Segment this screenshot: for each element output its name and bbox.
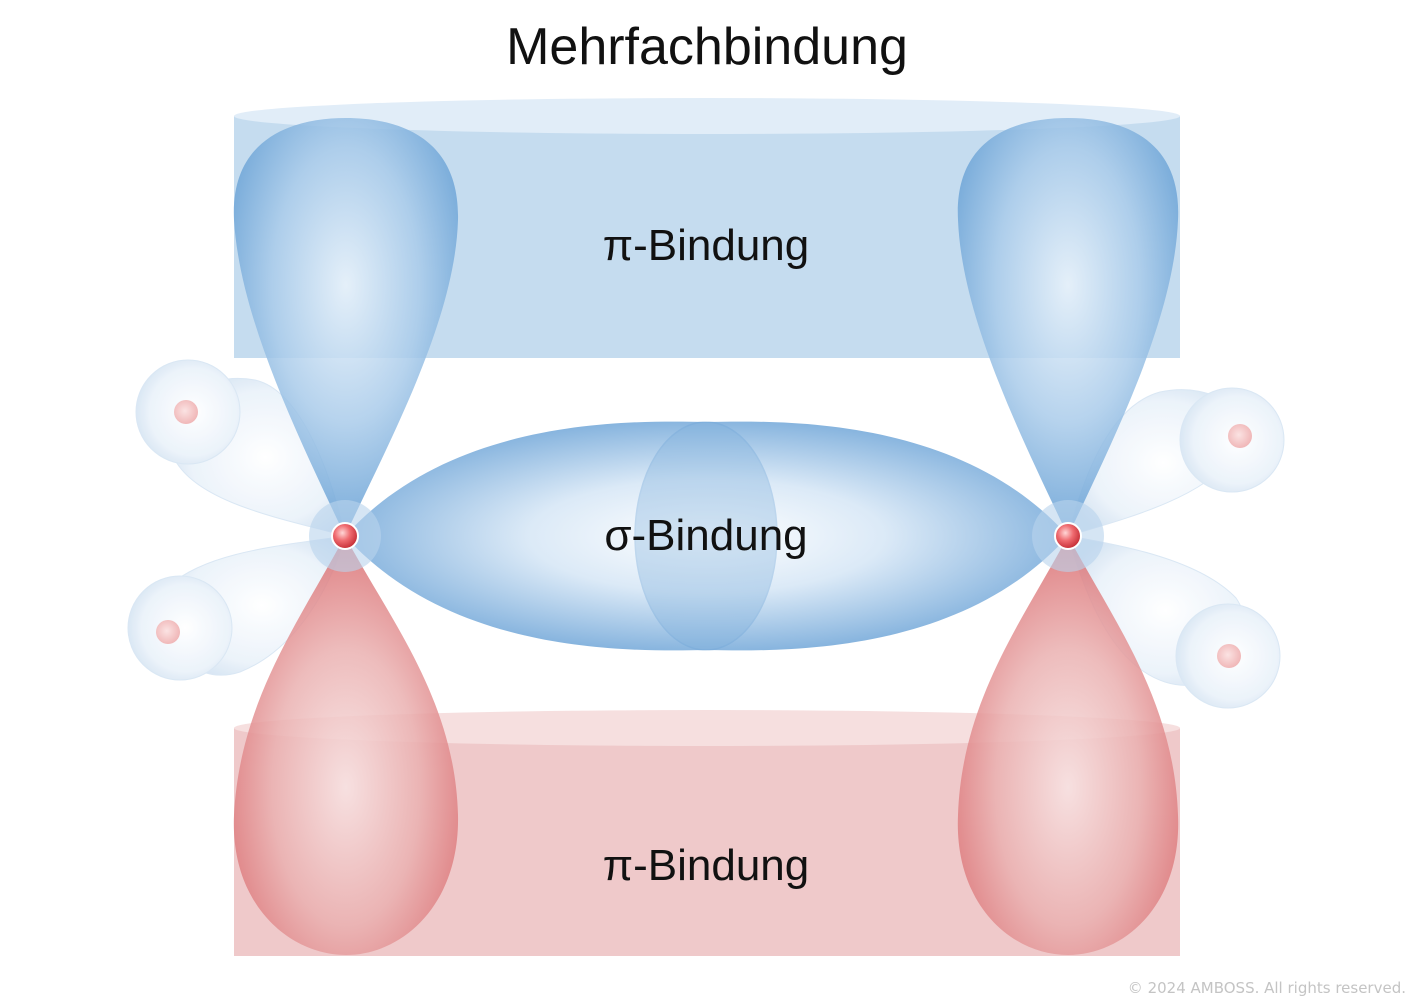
hydrogen-nucleus bbox=[156, 620, 180, 644]
carbon-nucleus-right bbox=[1054, 522, 1082, 550]
p-orbital-right bbox=[957, 118, 1179, 955]
pi-bond-bottom-label: π-Bindung bbox=[603, 841, 810, 890]
copyright-notice: © 2024 AMBOSS. All rights reserved. bbox=[1128, 979, 1406, 997]
carbon-nucleus-left bbox=[331, 522, 359, 550]
diagram-title: Mehrfachbindung bbox=[506, 18, 908, 76]
hydrogen-nucleus bbox=[1228, 424, 1252, 448]
pi-bond-top-label: π-Bindung bbox=[603, 221, 810, 270]
sigma-bond-label: σ-Bindung bbox=[604, 511, 807, 560]
hydrogen-nucleus bbox=[1217, 644, 1241, 668]
p-orbital-left bbox=[233, 118, 459, 955]
sigma-bond-orbital bbox=[345, 421, 1068, 651]
hydrogen-nucleus bbox=[174, 400, 198, 424]
